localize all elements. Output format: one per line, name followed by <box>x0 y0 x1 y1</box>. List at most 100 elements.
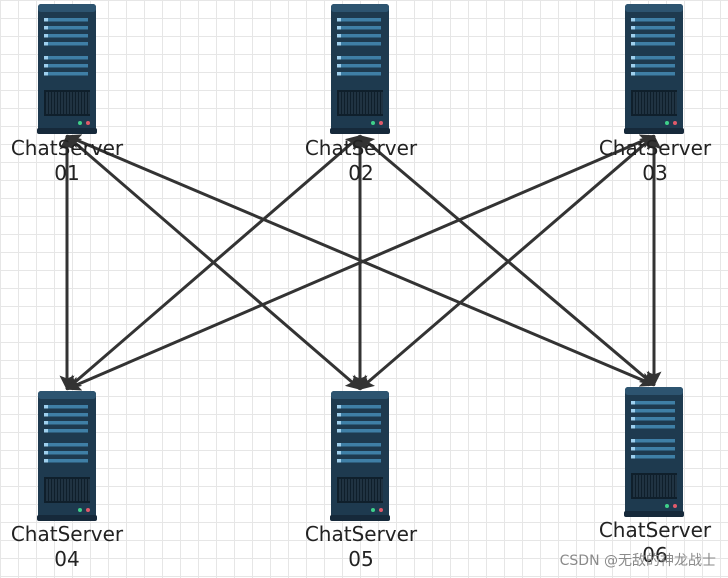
server-slot <box>631 447 675 451</box>
server-slot-led <box>44 42 48 46</box>
server-slot <box>631 26 675 30</box>
server-status-light-green <box>665 121 669 125</box>
server-slot <box>631 64 675 68</box>
server-slot-led <box>44 64 48 68</box>
server-slot-led <box>631 42 635 46</box>
server-vent <box>337 477 383 503</box>
server-slot-led <box>631 56 635 60</box>
server-base <box>624 511 684 517</box>
server-slot-led <box>337 421 341 425</box>
server-slot <box>337 18 381 22</box>
server-slot <box>337 56 381 60</box>
server-status-light-green <box>78 508 82 512</box>
server-vent <box>631 473 677 499</box>
server-slot-led <box>631 425 635 429</box>
server-slot <box>44 443 88 447</box>
server-slot <box>44 18 88 22</box>
server-slot-led <box>44 421 48 425</box>
server-slot <box>337 26 381 30</box>
server-status-light-red <box>379 508 383 512</box>
server-slot-led <box>631 18 635 22</box>
server-slot-led <box>44 72 48 76</box>
server-rack-icon <box>37 391 97 521</box>
server-slot <box>337 64 381 68</box>
server-slot <box>631 417 675 421</box>
server-slot-led <box>631 455 635 459</box>
server-slot <box>44 413 88 417</box>
server-slot-led <box>337 42 341 46</box>
server-slot-led <box>631 409 635 413</box>
server-slot <box>337 459 381 463</box>
server-slot <box>631 56 675 60</box>
server-slot-led <box>337 451 341 455</box>
server-status-light-green <box>78 121 82 125</box>
server-slot <box>631 42 675 46</box>
server-slot-led <box>44 34 48 38</box>
server-vent <box>631 90 677 116</box>
server-status-light-red <box>86 121 90 125</box>
server-cap <box>38 4 96 12</box>
server-slot-led <box>631 439 635 443</box>
server-cap <box>331 4 389 12</box>
server-slot <box>631 18 675 22</box>
server-slot-led <box>44 26 48 30</box>
server-slot <box>337 421 381 425</box>
server-slot-led <box>44 451 48 455</box>
server-base <box>330 515 390 521</box>
server-slot-led <box>337 64 341 68</box>
server-slot <box>44 405 88 409</box>
server-slot-led <box>44 443 48 447</box>
server-slot-led <box>337 459 341 463</box>
server-slot <box>631 455 675 459</box>
server-slot <box>337 443 381 447</box>
server-status-light-green <box>371 508 375 512</box>
watermark: CSDN @无敌的神龙战士 <box>559 553 716 569</box>
server-slot-led <box>631 417 635 421</box>
server-slot-led <box>337 429 341 433</box>
server-slot <box>44 34 88 38</box>
server-base <box>330 128 390 134</box>
server-slot <box>631 425 675 429</box>
server-status-light-red <box>673 121 677 125</box>
server-slot <box>44 459 88 463</box>
server-slot <box>631 72 675 76</box>
server-slot <box>337 42 381 46</box>
server-cap <box>625 4 683 12</box>
server-slot <box>44 451 88 455</box>
server-slot-led <box>44 56 48 60</box>
server-slot <box>44 64 88 68</box>
server-slot-led <box>337 405 341 409</box>
server-slot-led <box>44 413 48 417</box>
server-slot-led <box>631 34 635 38</box>
server-slot-led <box>631 26 635 30</box>
connection-s03-s05 <box>358 134 656 391</box>
server-slot <box>337 429 381 433</box>
server-slot-led <box>337 26 341 30</box>
server-slot <box>44 42 88 46</box>
server-slot <box>44 421 88 425</box>
server-slot <box>337 451 381 455</box>
server-cap <box>625 387 683 395</box>
servers-layer <box>37 4 684 521</box>
server-slot-led <box>337 72 341 76</box>
server-slot-led <box>631 72 635 76</box>
server-slot <box>631 409 675 413</box>
server-slot-led <box>337 34 341 38</box>
server-slot-led <box>44 18 48 22</box>
server-slot-led <box>631 64 635 68</box>
server-slot-led <box>337 413 341 417</box>
server-rack-icon <box>624 387 684 517</box>
server-base <box>37 515 97 521</box>
connections-layer <box>59 134 662 391</box>
server-slot-led <box>631 401 635 405</box>
server-slot <box>337 413 381 417</box>
server-slot <box>44 429 88 433</box>
server-slot <box>44 56 88 60</box>
server-status-light-green <box>665 504 669 508</box>
server-slot-led <box>44 459 48 463</box>
server-slot-led <box>44 405 48 409</box>
server-slot <box>44 26 88 30</box>
server-status-light-red <box>379 121 383 125</box>
